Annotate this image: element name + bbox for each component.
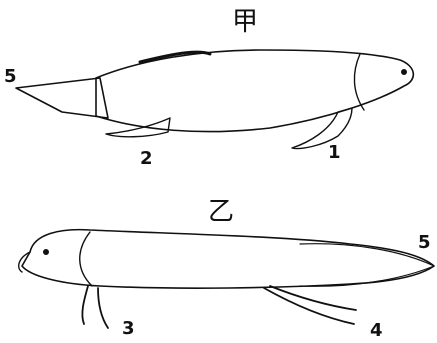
top-figure-label: 甲 (232, 7, 258, 37)
fish-b-head (80, 232, 92, 286)
fish-b-body (22, 230, 434, 289)
fish-b-pelvic-filaments (264, 286, 356, 324)
fish-a-label-pelvic: 2 (140, 148, 153, 169)
fish-a-head (354, 54, 364, 110)
bottom-figure-label: 乙 (208, 197, 234, 227)
fish-a: 5 2 1 (4, 50, 413, 169)
fish-a-label-pectoral: 1 (328, 142, 341, 163)
fish-a-label-tail: 5 (4, 66, 17, 87)
fish-a-eye (401, 69, 407, 75)
fish-b-label-pectoral: 3 (122, 318, 135, 339)
fish-b-eye (43, 249, 49, 255)
fish-b-tail-fin (300, 244, 434, 287)
fish-b-label-tail: 5 (418, 232, 431, 253)
fish-b-label-pelvic: 4 (370, 320, 383, 341)
fish-b-pectoral-filaments (82, 286, 108, 328)
fish-a-tail-fin (16, 78, 108, 118)
fish-a-pectoral-fin (292, 108, 352, 149)
fish-b: 5 3 4 (19, 230, 434, 341)
